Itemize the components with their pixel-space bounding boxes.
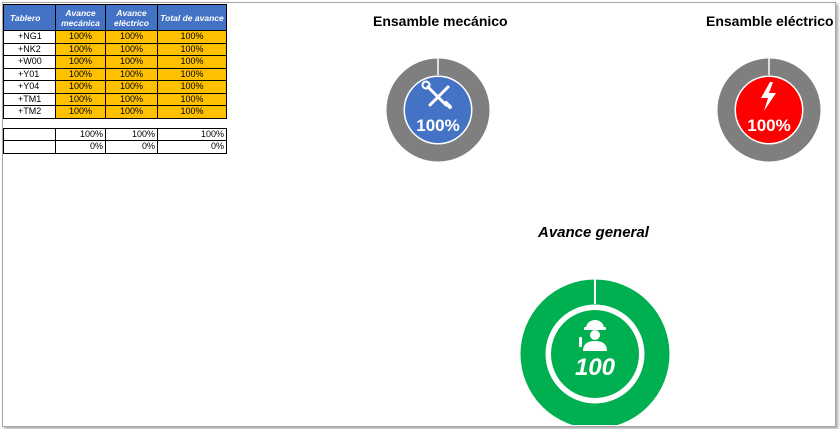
empty-cell[interactable]: [105, 117, 158, 129]
cell-electrico[interactable]: 100%: [105, 92, 158, 106]
cell-mecanica[interactable]: 100%: [55, 92, 106, 106]
table-row: +Y04 100% 100% 100%: [3, 80, 227, 94]
table-row: +TM2 100% 100% 100%: [3, 105, 227, 119]
cell-mecanica[interactable]: 100%: [55, 105, 106, 119]
table-row: +NG1 100% 100% 100%: [3, 30, 227, 44]
empty-cell[interactable]: [3, 140, 56, 154]
cell-tablero[interactable]: +Y04: [3, 80, 56, 94]
empty-cell[interactable]: [3, 117, 56, 129]
header-tablero[interactable]: Tablero: [3, 4, 56, 31]
cell-mecanica[interactable]: 100%: [55, 42, 106, 56]
cell-tablero[interactable]: +NK2: [3, 42, 56, 56]
lightning-icon: [761, 82, 776, 111]
cell-mecanica[interactable]: 100%: [55, 30, 106, 44]
table-row: +W00 100% 100% 100%: [3, 55, 227, 69]
cell-tablero[interactable]: +TM1: [3, 92, 56, 106]
gauge-center: [405, 77, 471, 143]
cell-total[interactable]: 100%: [157, 55, 227, 69]
header-avance-mecanica[interactable]: Avance mecánica: [55, 4, 106, 31]
cell-tablero[interactable]: +W00: [3, 55, 56, 69]
table-row: +Y01 100% 100% 100%: [3, 67, 227, 81]
gauge-electrico[interactable]: 100%: [717, 58, 821, 162]
gauge-value-electrico: 100%: [747, 116, 790, 135]
table-header-row: Tablero Avance mecánica Avance eléctrico…: [3, 4, 227, 31]
worker-icon: [579, 320, 607, 351]
gauge-general[interactable]: 100: [520, 279, 670, 425]
empty-cell[interactable]: [55, 117, 106, 129]
table-row: +NK2 100% 100% 100%: [3, 42, 227, 56]
cell-total[interactable]: 100%: [157, 67, 227, 81]
cell-electrico[interactable]: 100%: [105, 30, 158, 44]
summary-row: 100% 100% 100%: [3, 127, 227, 141]
table-row: +TM1 100% 100% 100%: [3, 92, 227, 106]
cell-total[interactable]: 100%: [157, 30, 227, 44]
cell-total[interactable]: 100%: [157, 80, 227, 94]
cell-total[interactable]: 100%: [157, 92, 227, 106]
cell-total[interactable]: 100%: [157, 42, 227, 56]
cell-electrico[interactable]: 100%: [105, 42, 158, 56]
tools-icon: [421, 80, 452, 109]
gauge-value-general: 100: [575, 354, 616, 381]
gauge-mecanico[interactable]: 100%: [386, 58, 490, 162]
summary-electrico[interactable]: 0%: [105, 140, 158, 154]
cell-tablero[interactable]: +NG1: [3, 30, 56, 44]
cell-electrico[interactable]: 100%: [105, 105, 158, 119]
empty-cell[interactable]: [3, 127, 56, 141]
summary-mecanica[interactable]: 100%: [55, 127, 106, 141]
summary-row: 0% 0% 0%: [3, 140, 227, 154]
gauge-title-general: Avance general: [538, 224, 649, 241]
cell-electrico[interactable]: 100%: [105, 80, 158, 94]
cell-tablero[interactable]: +Y01: [3, 67, 56, 81]
cell-mecanica[interactable]: 100%: [55, 80, 106, 94]
header-total-avance[interactable]: Total de avance: [157, 4, 227, 31]
summary-total[interactable]: 100%: [157, 127, 227, 141]
empty-cell[interactable]: [157, 117, 227, 129]
progress-table: Tablero Avance mecánica Avance eléctrico…: [3, 4, 227, 154]
summary-total[interactable]: 0%: [157, 140, 227, 154]
table-gap-row: [3, 117, 227, 129]
cell-total[interactable]: 100%: [157, 105, 227, 119]
summary-electrico[interactable]: 100%: [105, 127, 158, 141]
cell-electrico[interactable]: 100%: [105, 55, 158, 69]
gauge-title-electrico: Ensamble eléctrico: [706, 13, 834, 29]
gauge-value-mecanico: 100%: [416, 116, 459, 135]
summary-mecanica[interactable]: 0%: [55, 140, 106, 154]
cell-mecanica[interactable]: 100%: [55, 55, 106, 69]
gauge-title-mecanico: Ensamble mecánico: [373, 13, 508, 29]
cell-electrico[interactable]: 100%: [105, 67, 158, 81]
gauge-center: [736, 77, 802, 143]
cell-tablero[interactable]: +TM2: [3, 105, 56, 119]
gauge-center: [551, 310, 639, 398]
header-avance-electrico[interactable]: Avance eléctrico: [105, 4, 158, 31]
cell-mecanica[interactable]: 100%: [55, 67, 106, 81]
